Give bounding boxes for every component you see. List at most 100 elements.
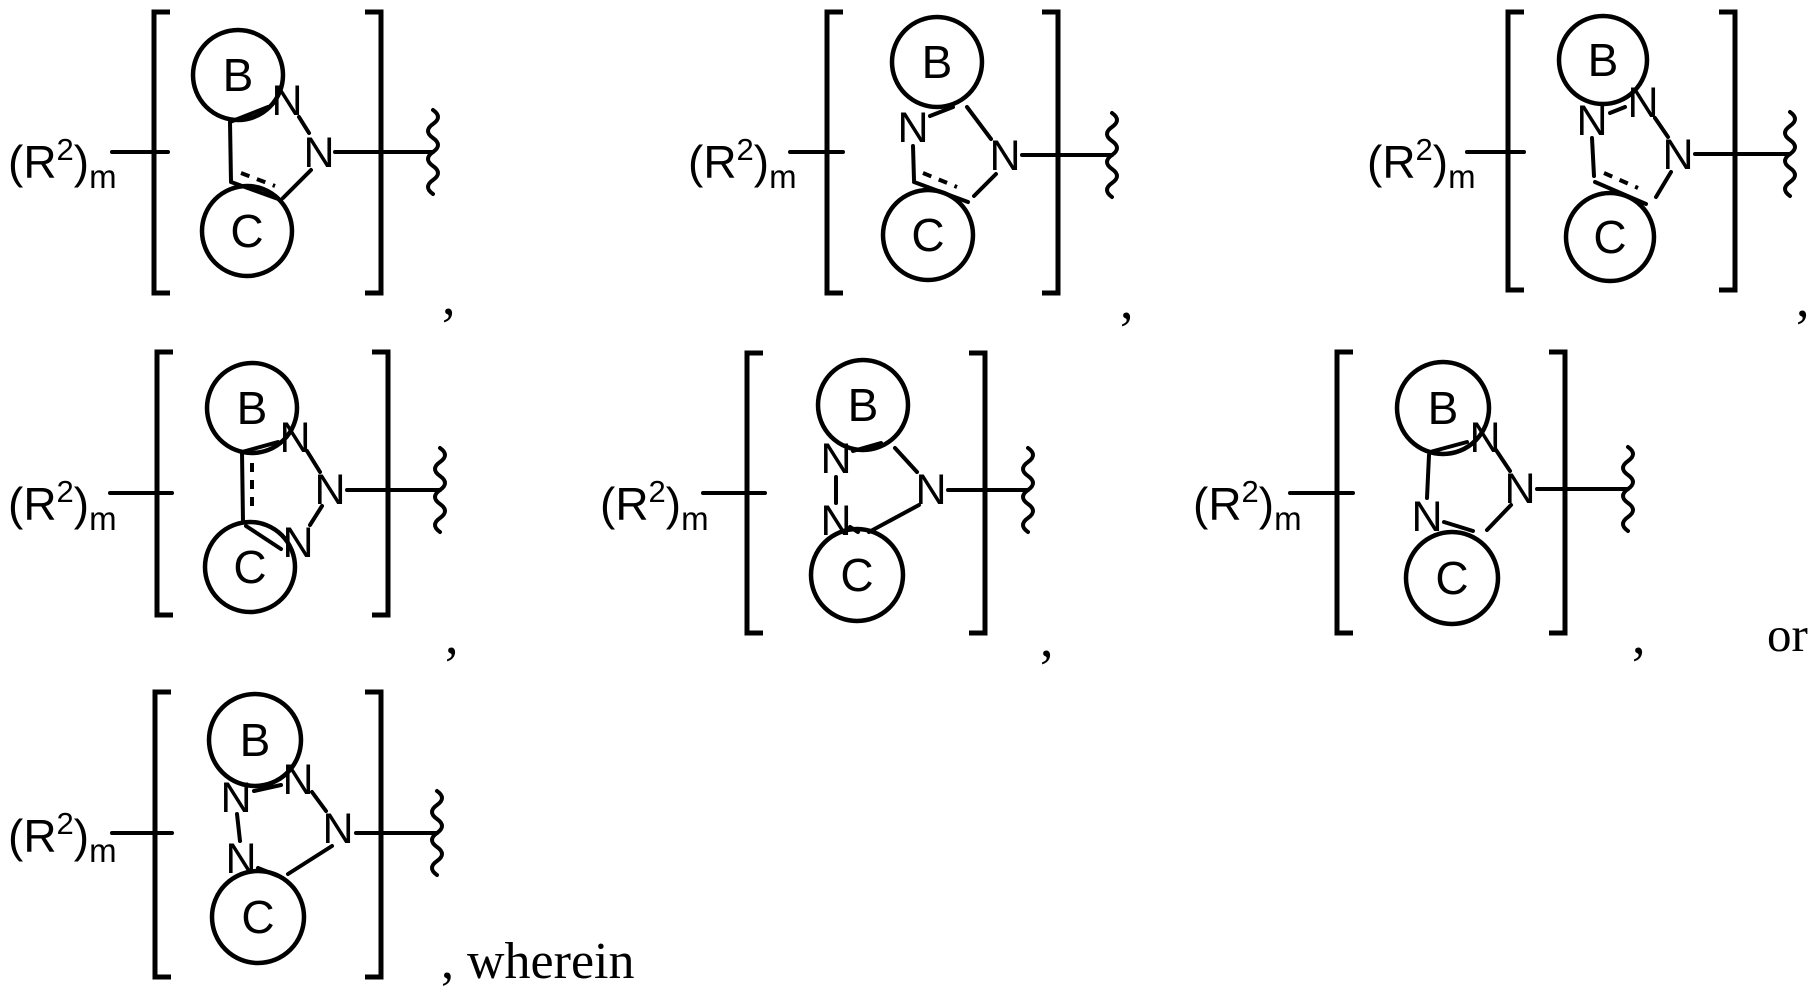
r-group-prefix: (R bbox=[8, 478, 57, 530]
ring-b-label: B bbox=[223, 49, 254, 101]
nitrogen-label: N bbox=[220, 774, 251, 822]
ring-b-label: B bbox=[1588, 34, 1619, 86]
nitrogen-label: N bbox=[225, 835, 256, 883]
ring-b-label: B bbox=[848, 379, 879, 431]
attachment-squiggle bbox=[1021, 446, 1035, 534]
nitrogen-label: N bbox=[897, 104, 928, 152]
bracket-left bbox=[824, 9, 843, 296]
r-group-close: ) bbox=[74, 810, 89, 862]
r-group-subscript: m bbox=[1274, 500, 1302, 537]
attachment-squiggle bbox=[1621, 445, 1635, 533]
ring-b-label: B bbox=[1428, 382, 1459, 434]
nitrogen-label: N bbox=[1469, 414, 1500, 462]
r-group-subscript: m bbox=[1448, 158, 1476, 195]
nitrogen-label: N bbox=[271, 77, 302, 125]
nitrogen-label: N bbox=[1411, 493, 1442, 541]
nitrogen-label: N bbox=[1627, 79, 1658, 127]
bracket-left bbox=[1505, 9, 1524, 293]
r-group-label: (R2)m bbox=[1367, 132, 1476, 195]
ring-b-circle bbox=[889, 14, 985, 110]
ring-bonds bbox=[834, 441, 921, 534]
nitrogen-label: N bbox=[1662, 131, 1693, 179]
ring-b-circle bbox=[204, 360, 300, 456]
nitrogen-label: N bbox=[314, 466, 345, 514]
r-group-superscript: 2 bbox=[737, 132, 754, 167]
ring-bonds bbox=[911, 105, 998, 204]
ring-b-label: B bbox=[240, 714, 271, 766]
ring-bonds bbox=[228, 105, 313, 202]
separator-comma: , bbox=[1796, 268, 1810, 328]
ring-c-circle bbox=[880, 187, 976, 283]
r-group-label: (R2)m bbox=[1193, 474, 1302, 537]
ring-c-label: C bbox=[1593, 211, 1626, 263]
structure-4: (R2)m B C N N N , bbox=[8, 349, 459, 665]
ring-bonds bbox=[240, 440, 324, 551]
nitrogen-label: N bbox=[1576, 97, 1607, 145]
ring-c-label: C bbox=[233, 541, 266, 593]
nitrogen-label: N bbox=[820, 497, 851, 545]
r-group-subscript: m bbox=[89, 158, 117, 195]
bracket-right bbox=[1042, 9, 1061, 296]
wherein-text: , wherein bbox=[441, 933, 634, 987]
bracket-right bbox=[1549, 349, 1568, 636]
nitrogen-label: N bbox=[282, 756, 313, 804]
nitrogen-label: N bbox=[989, 132, 1020, 180]
r-group-label: (R2)m bbox=[8, 474, 117, 537]
attachment-squiggle bbox=[426, 108, 440, 196]
ring-c-label: C bbox=[911, 209, 944, 261]
r-group-label: (R2)m bbox=[688, 132, 797, 195]
nitrogen-label: N bbox=[1504, 465, 1535, 513]
r-group-close: ) bbox=[1259, 478, 1274, 530]
nitrogen-label: N bbox=[322, 805, 353, 853]
nitrogen-label: N bbox=[279, 414, 310, 462]
r-group-subscript: m bbox=[89, 832, 117, 869]
r-group-prefix: (R bbox=[1367, 136, 1416, 188]
ring-bonds bbox=[1425, 440, 1513, 533]
structure-2: (R2)m B C N N , bbox=[688, 9, 1134, 330]
r-group-subscript: m bbox=[681, 500, 709, 537]
r-group-close: ) bbox=[74, 136, 89, 188]
structure-1: (R2)m B C N N , bbox=[8, 9, 456, 326]
double-bond-inner bbox=[1603, 171, 1639, 190]
ring-b-circle bbox=[1556, 13, 1650, 107]
double-bond-inner bbox=[922, 171, 958, 189]
r-group-superscript: 2 bbox=[649, 474, 666, 509]
bracket-left bbox=[1334, 349, 1353, 636]
separator-comma: , bbox=[1632, 605, 1646, 665]
nitrogen-label: N bbox=[303, 129, 334, 177]
structure-6: (R2)m B C N N N , or bbox=[1193, 349, 1808, 665]
ring-c-label: C bbox=[1435, 552, 1468, 604]
ring-c-label: C bbox=[230, 205, 263, 257]
r-group-superscript: 2 bbox=[1416, 132, 1433, 167]
separator-comma: , bbox=[442, 266, 456, 326]
r-group-prefix: (R bbox=[688, 136, 737, 188]
structure-3: (R2)m B C N N N , bbox=[1367, 9, 1810, 328]
r-group-superscript: 2 bbox=[1242, 474, 1259, 509]
bracket-left bbox=[154, 349, 173, 618]
r-group-label: (R2)m bbox=[600, 474, 709, 537]
structure-7: (R2)m B C N N N N , wherein bbox=[8, 689, 634, 987]
ring-c-label: C bbox=[241, 891, 274, 943]
r-group-subscript: m bbox=[89, 500, 117, 537]
ring-b-circle bbox=[1394, 359, 1492, 457]
structure-5: (R2)m B C N N N , bbox=[600, 350, 1054, 668]
nitrogen-label: N bbox=[282, 519, 313, 567]
attachment-squiggle bbox=[433, 446, 447, 534]
separator-comma: , bbox=[1040, 608, 1054, 668]
attachment-squiggle bbox=[1105, 111, 1119, 199]
r-group-label: (R2)m bbox=[8, 132, 117, 195]
ring-c-circle bbox=[1403, 529, 1501, 627]
nitrogen-label: N bbox=[820, 435, 851, 483]
connector-or: or bbox=[1767, 607, 1808, 662]
bracket-right bbox=[969, 350, 988, 636]
ring-c-circle bbox=[1563, 190, 1657, 284]
r-group-superscript: 2 bbox=[57, 132, 74, 167]
ring-c-circle bbox=[808, 526, 906, 624]
r-group-label: (R2)m bbox=[8, 806, 117, 869]
r-group-superscript: 2 bbox=[57, 474, 74, 509]
ring-c-circle bbox=[202, 519, 298, 615]
ring-c-label: C bbox=[840, 549, 873, 601]
bracket-right bbox=[1719, 9, 1738, 293]
ring-bonds bbox=[1590, 105, 1673, 206]
r-group-close: ) bbox=[74, 478, 89, 530]
